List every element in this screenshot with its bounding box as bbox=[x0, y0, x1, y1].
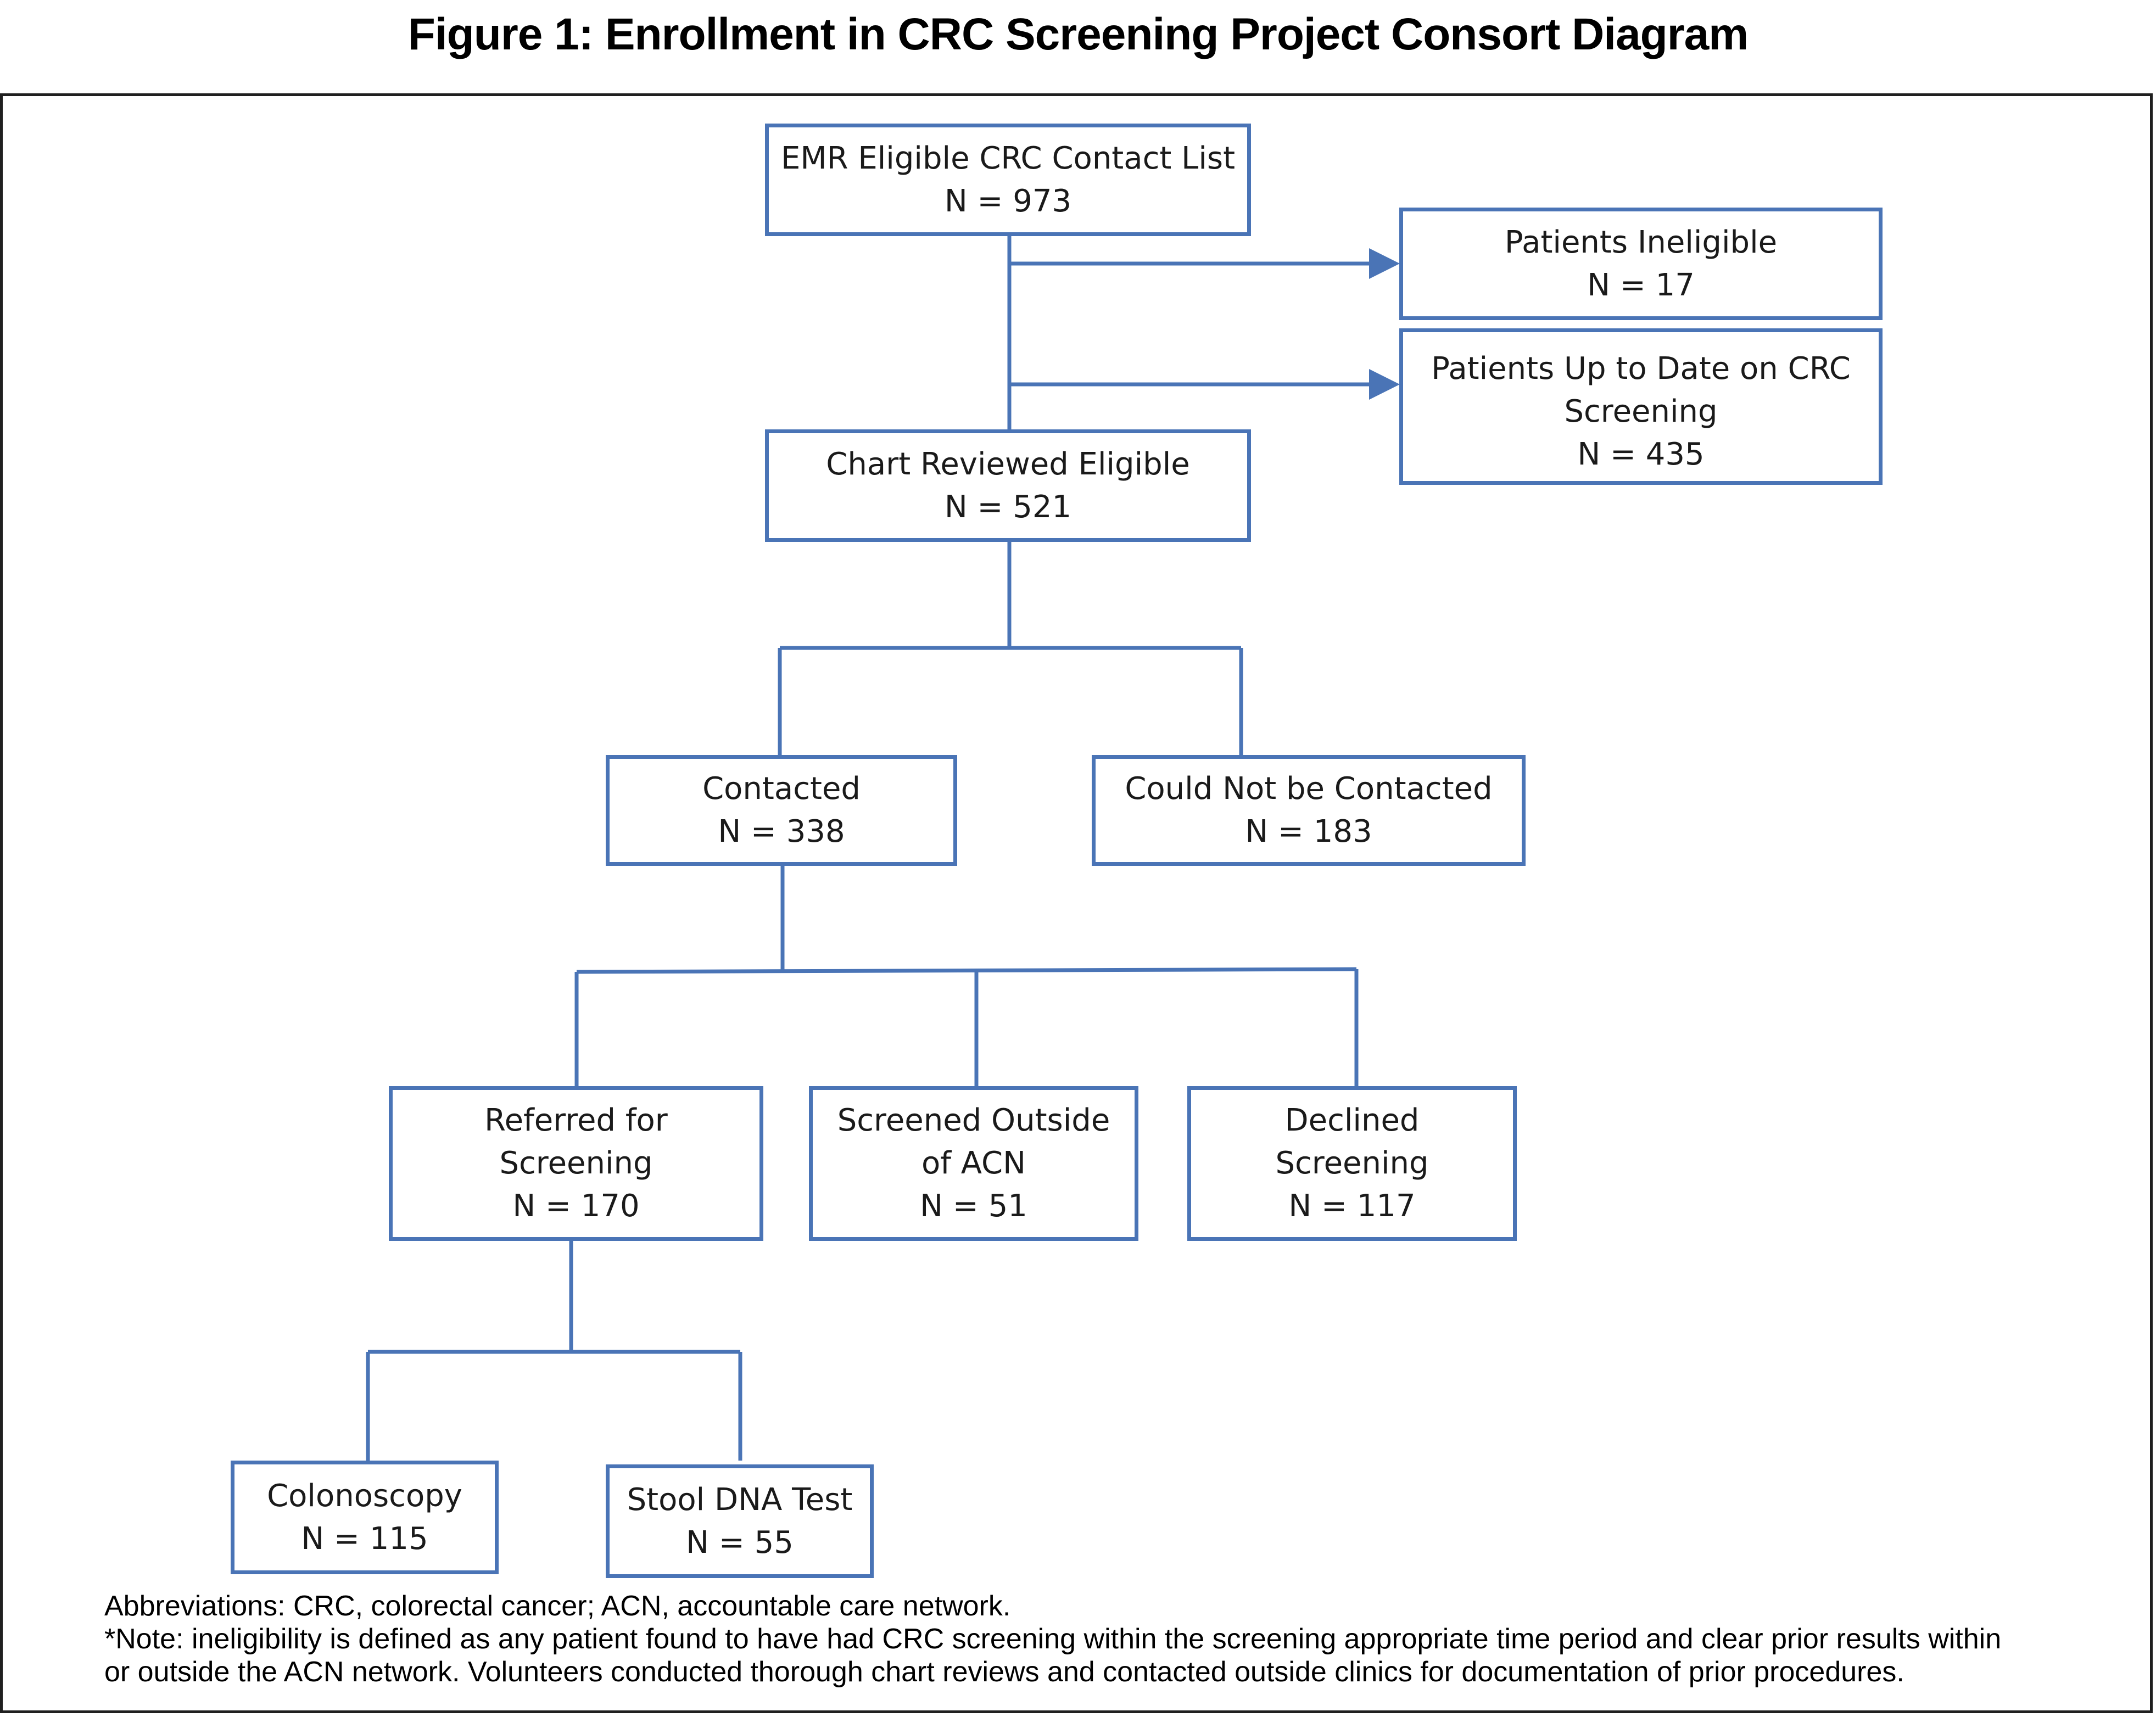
box-screened-outside-label-line1: Screened Outside bbox=[837, 1103, 1110, 1138]
box-referred-count: N = 170 bbox=[512, 1188, 640, 1224]
box-patients-ineligible: Patients Ineligible N = 17 bbox=[1399, 208, 1883, 320]
box-referred-label-line1: Referred for bbox=[484, 1103, 668, 1138]
box-stool-dna-test: Stool DNA Test N = 55 bbox=[606, 1464, 874, 1578]
box-contacted-label: Contacted bbox=[702, 771, 861, 807]
box-screened-outside-acn: Screened Outside of ACN N = 51 bbox=[809, 1086, 1138, 1241]
box-stool-dna-count: N = 55 bbox=[686, 1524, 794, 1561]
connector-contacted-split bbox=[576, 967, 1357, 974]
box-patients-up-to-date: Patients Up to Date on CRC Screening N =… bbox=[1399, 328, 1883, 485]
box-stool-dna-label: Stool DNA Test bbox=[627, 1481, 853, 1518]
box-emr-count: N = 973 bbox=[944, 183, 1072, 219]
box-contacted: Contacted N = 338 bbox=[606, 755, 957, 866]
box-screened-outside-count: N = 51 bbox=[920, 1188, 1027, 1224]
box-uptodate-count: N = 435 bbox=[1577, 437, 1705, 472]
box-emr-label: EMR Eligible CRC Contact List bbox=[780, 140, 1236, 176]
box-declined-label-line1: Declined bbox=[1284, 1103, 1420, 1138]
box-could-not-be-contacted: Could Not be Contacted N = 183 bbox=[1092, 755, 1526, 866]
ineligibility-note-line2: or outside the ACN network. Volunteers c… bbox=[104, 1656, 1904, 1688]
footnotes: Abbreviations: CRC, colorectal cancer; A… bbox=[104, 1590, 2125, 1688]
box-chart-count: N = 521 bbox=[944, 489, 1072, 525]
box-ineligible-count: N = 17 bbox=[1587, 267, 1695, 303]
box-declined-screening: Declined Screening N = 117 bbox=[1187, 1086, 1517, 1241]
box-declined-label-line2: Screening bbox=[1275, 1145, 1429, 1181]
box-uptodate-label-line2: Screening bbox=[1564, 394, 1718, 429]
ineligibility-note-line1: *Note: ineligibility is defined as any p… bbox=[104, 1623, 2002, 1655]
box-colonoscopy: Colonoscopy N = 115 bbox=[231, 1461, 499, 1574]
box-uptodate-label-line1: Patients Up to Date on CRC bbox=[1431, 351, 1851, 387]
box-contacted-count: N = 338 bbox=[718, 814, 845, 849]
figure-title: Figure 1: Enrollment in CRC Screening Pr… bbox=[407, 9, 1749, 59]
box-emr-eligible: EMR Eligible CRC Contact List N = 973 bbox=[765, 124, 1251, 236]
box-not-contacted-label: Could Not be Contacted bbox=[1125, 771, 1493, 807]
diagram-frame bbox=[0, 93, 2153, 1713]
abbreviations-note: Abbreviations: CRC, colorectal cancer; A… bbox=[104, 1590, 1011, 1622]
box-not-contacted-count: N = 183 bbox=[1245, 814, 1372, 849]
box-referred-label-line2: Screening bbox=[499, 1145, 653, 1181]
box-chart-reviewed-eligible: Chart Reviewed Eligible N = 521 bbox=[765, 429, 1251, 542]
box-chart-label: Chart Reviewed Eligible bbox=[826, 446, 1190, 482]
box-declined-count: N = 117 bbox=[1288, 1188, 1416, 1224]
box-colonoscopy-count: N = 115 bbox=[301, 1520, 428, 1557]
box-referred-for-screening: Referred for Screening N = 170 bbox=[389, 1086, 763, 1241]
box-ineligible-label: Patients Ineligible bbox=[1504, 224, 1778, 260]
box-colonoscopy-label: Colonoscopy bbox=[267, 1478, 462, 1514]
box-screened-outside-label-line2: of ACN bbox=[921, 1145, 1026, 1181]
